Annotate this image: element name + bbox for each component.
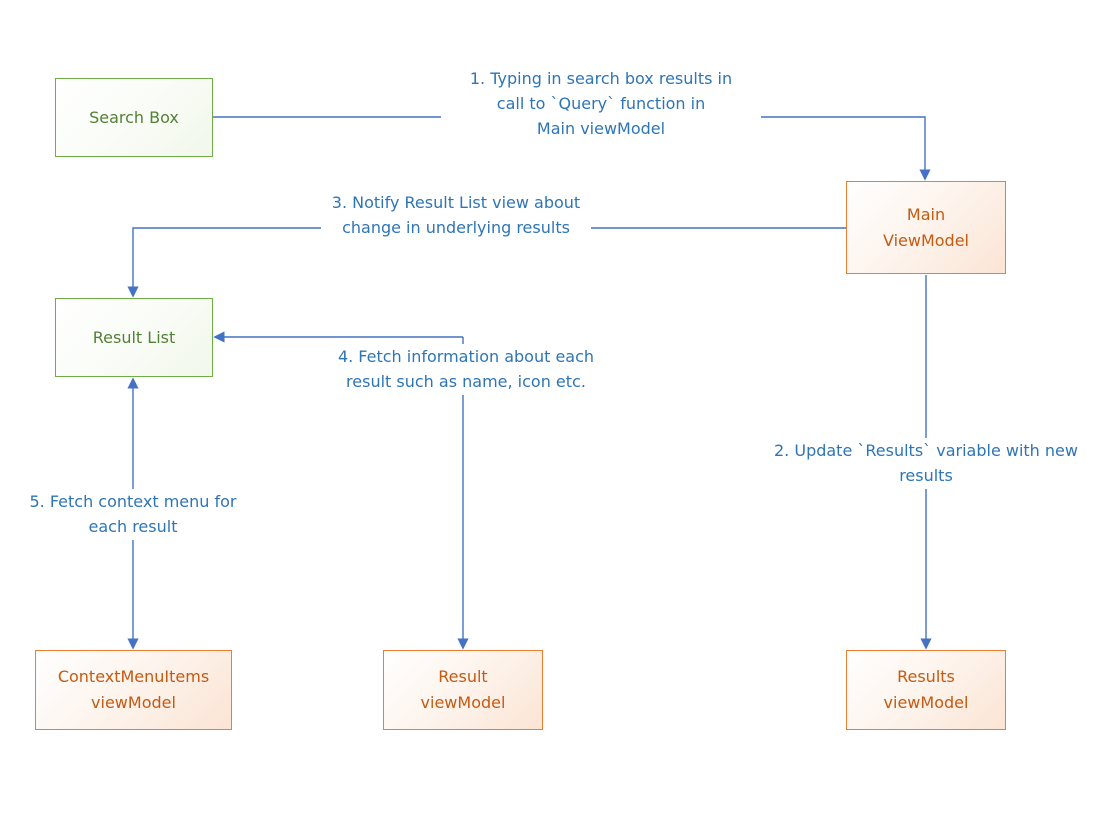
step4-annotation: 4. Fetch information about each result s…: [330, 344, 602, 395]
arrow-3-mainviewmodel-to-resultlist: [127, 227, 846, 298]
step5-annotation: 5. Fetch context menu for each result: [23, 489, 243, 540]
node-results-viewmodel-label: Results viewModel: [883, 667, 969, 712]
node-search-box-label: Search Box: [89, 107, 179, 127]
node-main-viewmodel: Main ViewModel: [846, 181, 1006, 274]
step2-annotation: 2. Update `Results` variable with new re…: [766, 438, 1086, 489]
node-result-viewmodel-label: Result viewModel: [420, 667, 506, 712]
node-contextmenuitems-viewmodel-label: ContextMenuItems viewModel: [57, 667, 210, 712]
node-contextmenuitems-viewmodel: ContextMenuItems viewModel: [35, 650, 232, 730]
node-main-viewmodel-label: Main ViewModel: [882, 204, 969, 250]
node-results-viewmodel: Results viewModel: [846, 650, 1006, 730]
node-result-viewmodel: Result viewModel: [383, 650, 543, 730]
node-result-list: Result List: [55, 298, 213, 377]
step1-annotation: 1. Typing in search box results in call …: [441, 66, 761, 143]
step3-annotation: 3. Notify Result List view about change …: [321, 190, 591, 241]
node-search-box: Search Box: [55, 78, 213, 157]
node-result-list-label: Result List: [92, 327, 176, 347]
